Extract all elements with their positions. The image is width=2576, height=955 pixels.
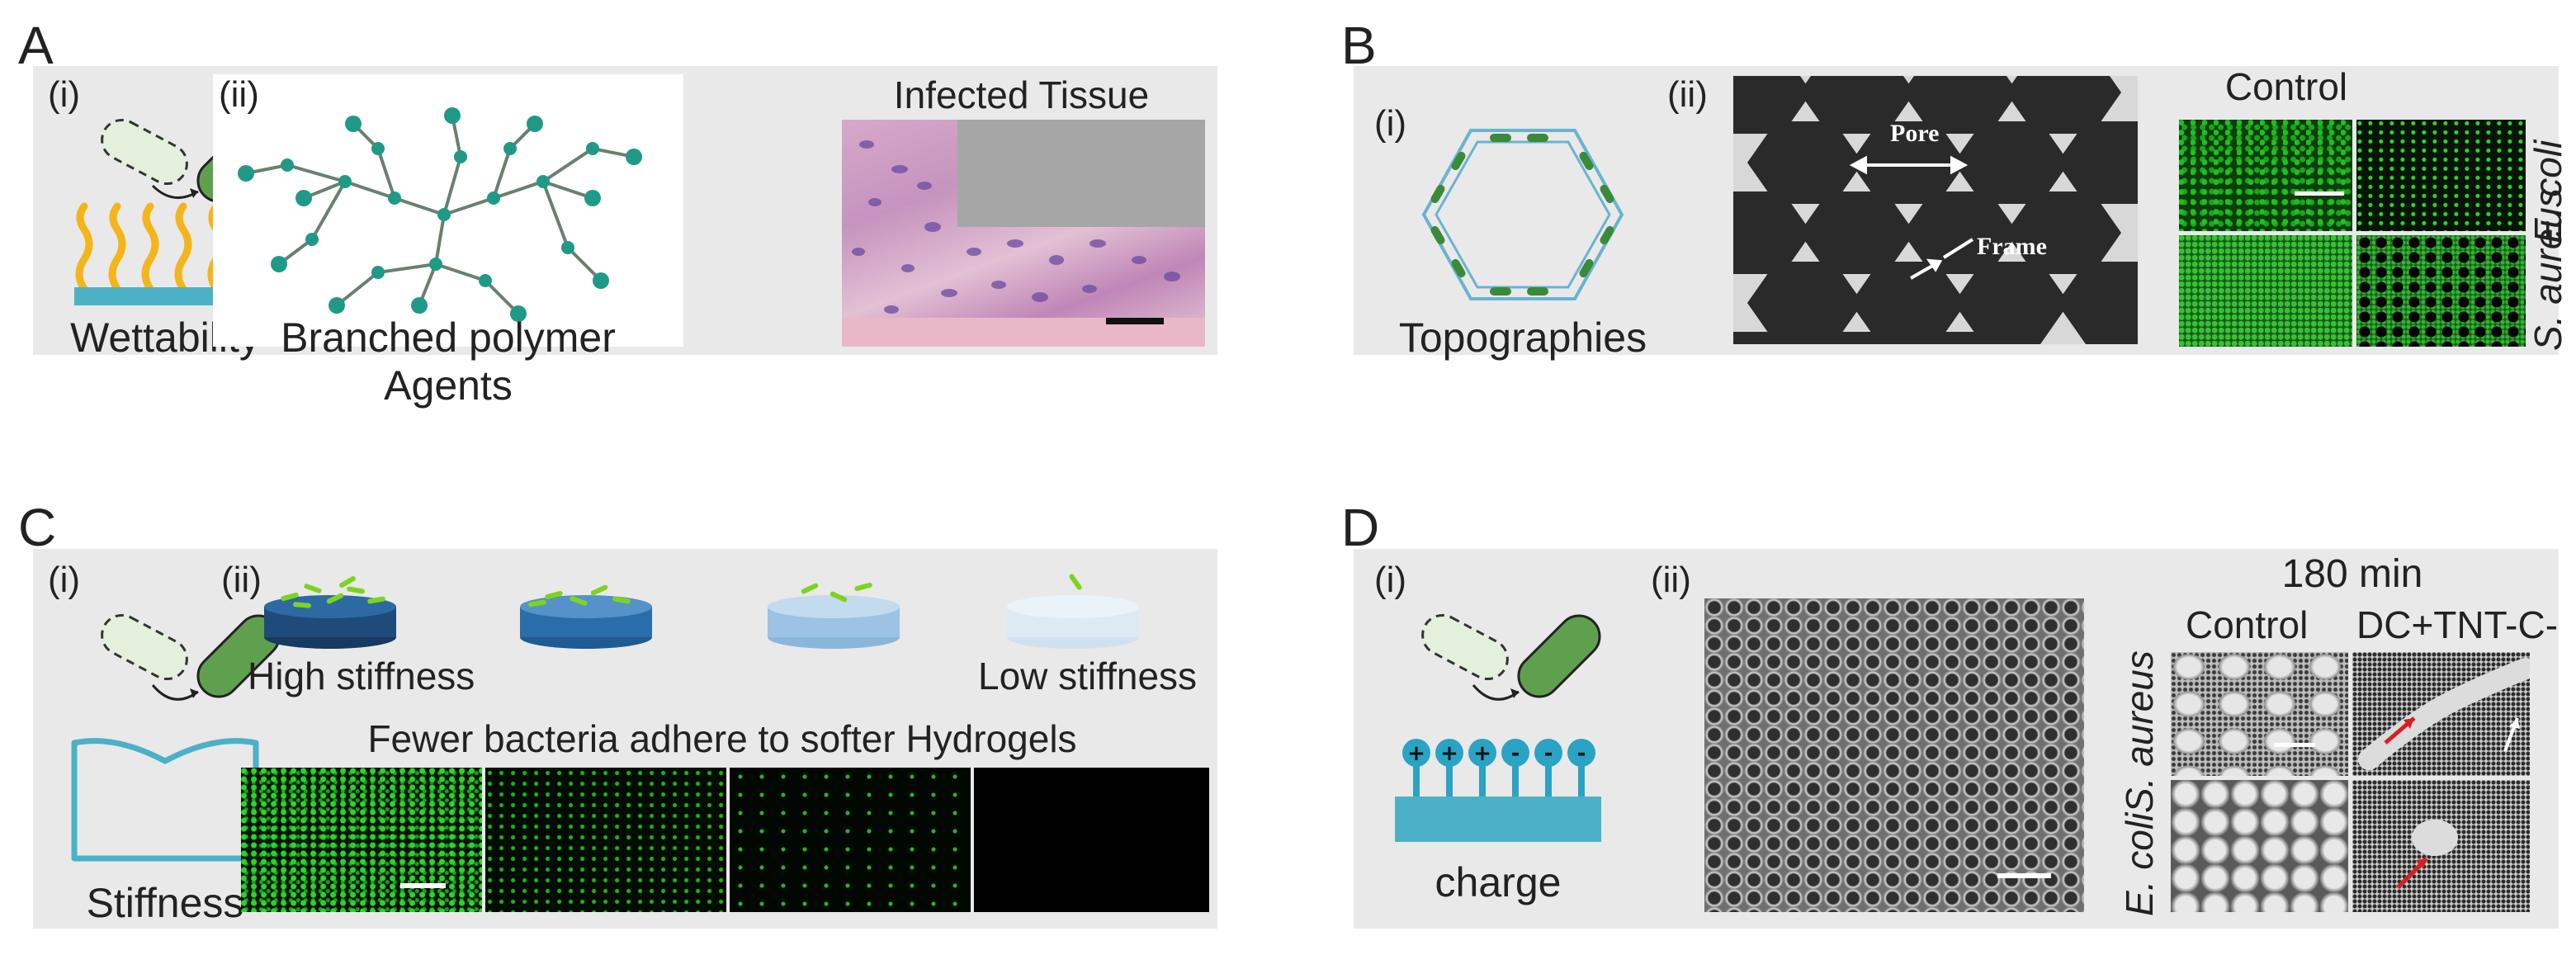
charge-symbol-6: - xyxy=(1577,741,1586,766)
panel-c-letter: C xyxy=(18,498,57,557)
panel-d-sem-ecoli-control xyxy=(2171,780,2348,912)
panel-d-sem-saureus-treated xyxy=(2352,652,2530,776)
panel-b-letter: B xyxy=(1341,16,1377,75)
panel-d-time-label: 180 min xyxy=(2281,552,2423,596)
panel-a-infected-tissue-image xyxy=(842,120,1205,347)
panel-b-hexagon-diagram xyxy=(1420,124,1626,305)
panel-c-sub-i: (i) xyxy=(48,560,81,600)
panel-d-sub-i: (i) xyxy=(1374,560,1407,600)
panel-c-caption-stiffness: Stiffness xyxy=(86,880,244,926)
panel-b-fluor-ecoli-1 xyxy=(2179,120,2352,231)
charge-symbol-5: - xyxy=(1544,741,1553,766)
panel-c-fluor-strip-2 xyxy=(485,768,726,912)
panel-a-letter: A xyxy=(18,16,54,75)
panel-d-sem-nanotube-image xyxy=(1704,598,2084,912)
panel-d-sem-saureus-control xyxy=(2171,652,2348,776)
panel-d-sem-scale-bar-2 xyxy=(2274,743,2315,747)
panel-c-fluor-strip-3 xyxy=(730,768,971,912)
panel-d-row-ecoli: E. coli xyxy=(2118,812,2161,916)
panel-b-sub-i: (i) xyxy=(1374,103,1407,144)
panel-d-sub-ii: (ii) xyxy=(1651,560,1691,600)
panel-d-row-saureus: S. aureus xyxy=(2118,650,2161,813)
panel-d-caption-charge: charge xyxy=(1435,859,1562,905)
panel-a-infected-tissue-title: Infected Tissue xyxy=(893,73,1150,116)
panel-d-col-control: Control xyxy=(2186,603,2309,646)
panel-c-fluor-strip-1 xyxy=(241,768,482,912)
panel-b-fluor-saureus-2 xyxy=(2356,235,2526,347)
panel-a-branched-polymer-image xyxy=(213,74,683,347)
panel-d-sem-ecoli-treated xyxy=(2352,780,2530,912)
panel-d-charge-diagram: + + + - - - xyxy=(1370,570,1626,858)
charge-symbol-4: - xyxy=(1511,741,1520,766)
panel-c-stiffness-diagram xyxy=(50,570,281,875)
panel-b-caption-topographies: Topographies xyxy=(1398,314,1647,361)
panel-c-high-stiffness-label: High stiffness xyxy=(248,655,475,697)
panel-a-sub-ii: (ii) xyxy=(219,74,259,115)
panel-d-letter: D xyxy=(1341,498,1380,557)
panel-c-low-stiffness-label: Low stiffness xyxy=(978,655,1198,697)
panel-c-sub-ii: (ii) xyxy=(221,560,262,600)
panel-a-caption-branched-polymer: Branched polymer Agents xyxy=(281,314,616,409)
panel-b-frame-label: Frame xyxy=(1977,233,2047,260)
panel-c-scale-bar xyxy=(400,883,446,888)
panel-a-sub-i: (i) xyxy=(48,74,81,115)
panel-d-sem-scale-bar xyxy=(1997,873,2051,878)
charge-symbol-1: + xyxy=(1407,741,1425,766)
panel-b-sem-hexagon-image xyxy=(1733,76,2138,344)
panel-b-scale-bar xyxy=(2295,191,2344,196)
panel-c-fluor-strip-4 xyxy=(974,768,1209,912)
panel-b-control-header: Control xyxy=(2224,65,2348,108)
panel-b-sub-ii: (ii) xyxy=(1667,74,1708,115)
panel-b-row-saureus: S. aureus xyxy=(2526,188,2569,351)
panel-b-fluor-saureus-1 xyxy=(2179,235,2352,347)
charge-symbol-2: + xyxy=(1440,741,1458,766)
panel-c-strip-title: Fewer bacteria adhere to softer Hydrogel… xyxy=(367,717,1077,760)
charge-symbol-3: + xyxy=(1473,741,1491,766)
panel-b-fluor-ecoli-2 xyxy=(2356,120,2526,231)
panel-c-stiffness-disks xyxy=(264,561,1197,652)
panel-b-pore-label: Pore xyxy=(1890,120,1940,147)
